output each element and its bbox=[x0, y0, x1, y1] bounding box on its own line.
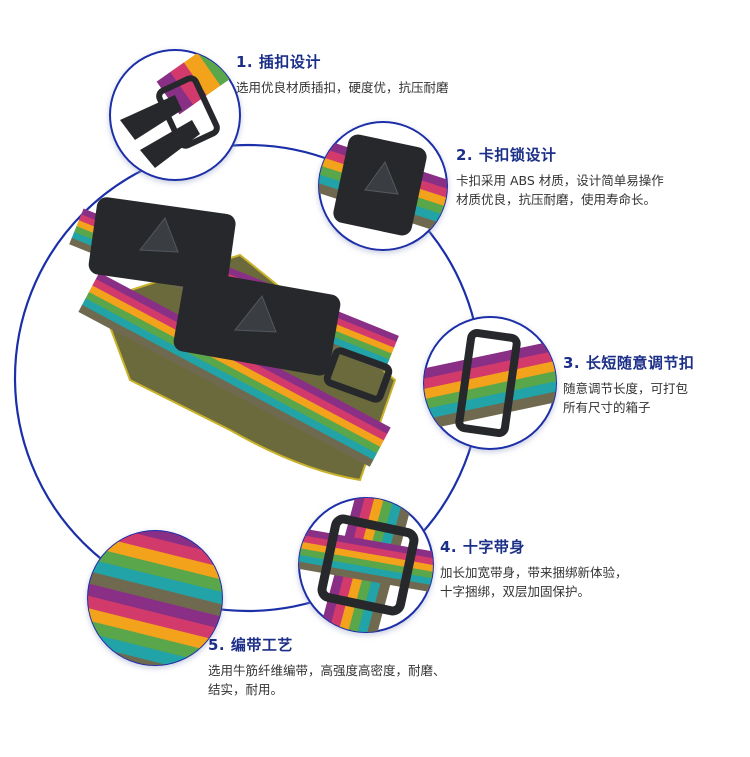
feature-5: 5. 编带工艺 选用牛筋纤维编带，高强度高密度，耐磨、 结实，耐用。 bbox=[208, 634, 446, 699]
cross-ring bbox=[317, 514, 419, 616]
clip-strap-stripe bbox=[183, 52, 221, 96]
weave-stripe bbox=[88, 579, 222, 636]
feature-5-desc: 选用牛筋纤维编带，高强度高密度，耐磨、 结实，耐用。 bbox=[208, 661, 446, 699]
adjuster-ring bbox=[323, 347, 393, 403]
feature-4-line-1: 加长加宽带身，带来捆绑新体验， bbox=[440, 565, 628, 580]
strap-lower-stripe bbox=[88, 285, 384, 448]
adjust-ring bbox=[455, 329, 521, 437]
buckle-lock-icon bbox=[319, 134, 447, 239]
feature-3-line-2: 所有尺寸的箱子 bbox=[563, 400, 651, 415]
feature-5-line-2: 结实，耐用。 bbox=[208, 682, 284, 697]
strap-lower-stripe bbox=[81, 298, 377, 461]
weave-stripe bbox=[88, 567, 222, 624]
feature-1-title: 1. 插扣设计 bbox=[236, 53, 321, 71]
feature-3-line-1: 随意调节长度，可打包 bbox=[563, 381, 689, 396]
feature-2-line-2: 材质优良，抗压耐磨，使用寿命长。 bbox=[456, 192, 657, 207]
lock-triangle bbox=[364, 160, 399, 195]
weave-stripe bbox=[88, 532, 222, 589]
feature-2-desc: 卡扣采用 ABS 材质，设计简单易操作 材质优良，抗压耐磨，使用寿命长。 bbox=[456, 171, 664, 209]
clip-strap-stripe bbox=[170, 62, 208, 105]
adjust-strap-stripe bbox=[424, 376, 556, 422]
feature-5-title: 5. 编带工艺 bbox=[208, 636, 293, 654]
feature-4-desc: 加长加宽带身，带来捆绑新体验， 十字捆绑，双层加固保护。 bbox=[440, 563, 628, 601]
adjust-strap-stripe bbox=[424, 366, 556, 412]
strap-lower-stripe bbox=[85, 291, 381, 454]
feature-1: 1. 插扣设计 选用优良材质插扣，硬度优，抗压耐磨 bbox=[236, 51, 449, 97]
buckle-top-triangle bbox=[139, 216, 179, 253]
weave-stripe bbox=[88, 602, 222, 659]
adjust-strap-stripe bbox=[424, 346, 556, 393]
clip-frame bbox=[156, 75, 220, 149]
luggage-strap-product bbox=[69, 197, 399, 482]
feature-1-desc: 选用优良材质插扣，硬度优，抗压耐磨 bbox=[236, 78, 449, 97]
adjust-strap-stripe bbox=[424, 336, 556, 383]
feature-2: 2. 卡扣锁设计 卡扣采用 ABS 材质，设计简单易操作 材质优良，抗压耐磨，使… bbox=[456, 144, 664, 209]
weave-stripe bbox=[88, 556, 222, 612]
weave-stripe bbox=[88, 591, 222, 647]
weave-stripe bbox=[88, 544, 222, 601]
strap-lower-stripe bbox=[78, 304, 374, 467]
clip-prong-2 bbox=[140, 120, 200, 168]
feature-4-line-2: 十字捆绑，双层加固保护。 bbox=[440, 584, 591, 599]
feature-1-line-1: 选用优良材质插扣，硬度优，抗压耐磨 bbox=[236, 80, 449, 95]
clip-strap-stripe bbox=[156, 71, 194, 115]
feature-3: 3. 长短随意调节扣 随意调节长度，可打包 所有尺寸的箱子 bbox=[563, 352, 694, 417]
feature-3-title: 3. 长短随意调节扣 bbox=[563, 354, 695, 372]
feature-2-line-1: 卡扣采用 ABS 材质，设计简单易操作 bbox=[456, 173, 664, 188]
feature-4: 4. 十字带身 加长加宽带身，带来捆绑新体验， 十字捆绑，双层加固保护。 bbox=[440, 536, 628, 601]
adjuster-icon bbox=[424, 329, 556, 437]
feature-4-title: 4. 十字带身 bbox=[440, 538, 525, 556]
adjust-strap-stripe bbox=[424, 356, 556, 403]
feature-5-line-1: 选用牛筋纤维编带，高强度高密度，耐磨、 bbox=[208, 663, 446, 678]
buckle-bottom-triangle bbox=[234, 295, 277, 333]
cross-strap-icon bbox=[299, 498, 433, 632]
feature-3-desc: 随意调节长度，可打包 所有尺寸的箱子 bbox=[563, 379, 694, 417]
feature-2-title: 2. 卡扣锁设计 bbox=[456, 146, 557, 164]
